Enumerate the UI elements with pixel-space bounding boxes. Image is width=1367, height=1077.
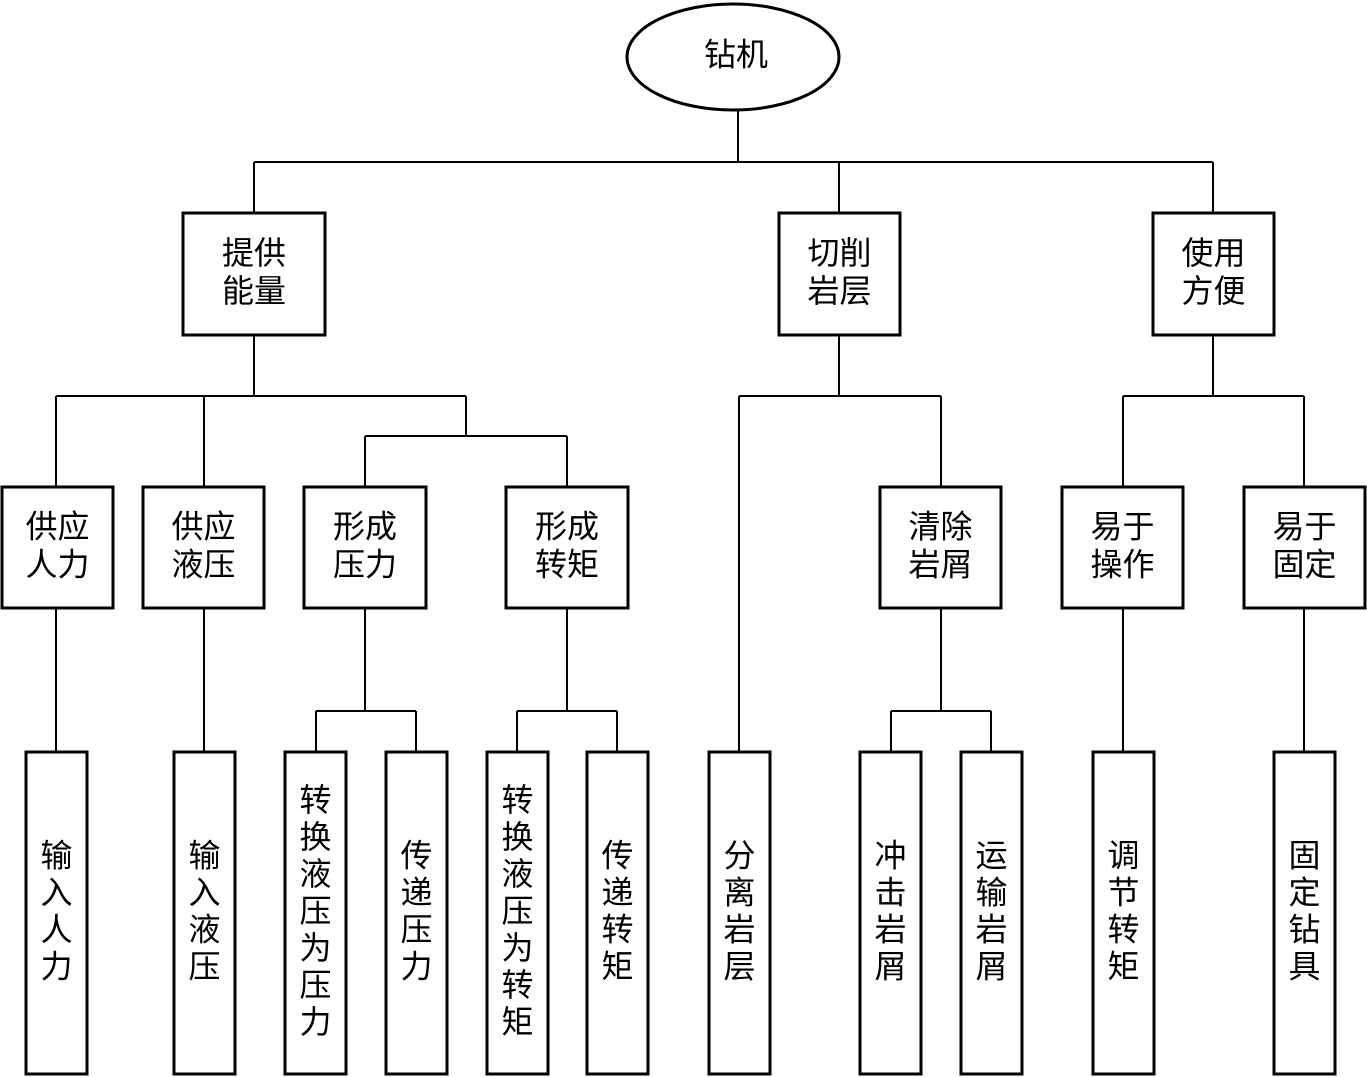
function-node-cutting-frame	[777, 211, 902, 337]
leaf-node-convert-torque-frame	[485, 750, 550, 1076]
subfunction-node-debris-label: 清除岩屑	[908, 507, 972, 583]
subfunction-node-manpower-frame	[0, 485, 115, 610]
subfunction-node-operate-label: 易于操作	[1090, 507, 1154, 583]
function-node-usability: 使用方便	[1151, 211, 1276, 337]
leaf-node-input-manpower-label: 输入人力	[40, 836, 72, 985]
leaf-node-transmit-torque-label: 传递转矩	[601, 836, 633, 985]
subfunction-node-torque-label: 形成转矩	[535, 507, 599, 583]
root-ellipse	[625, 2, 841, 112]
subfunction-node-hydraulic: 供应液压	[141, 485, 266, 610]
subfunction-node-separate-rock: 分离岩层	[707, 750, 772, 1076]
subfunction-node-debris-frame	[878, 485, 1003, 610]
function-node-usability-frame	[1151, 211, 1276, 337]
leaf-node-convert-pressure-label: 转换液压为压力	[299, 781, 331, 1041]
leaf-node-impact-debris-label: 冲击岩屑	[874, 836, 906, 985]
function-node-energy-label: 提供能量	[222, 234, 286, 310]
leaf-node-convert-torque-label: 转换液压为转矩	[501, 781, 533, 1041]
function-node-energy-frame	[181, 211, 327, 337]
root-node: 钻机	[625, 2, 841, 112]
leaf-node-transport-debris-label: 运输岩屑	[975, 836, 1007, 985]
leaf-node-impact-debris: 冲击岩屑	[858, 750, 923, 1076]
leaf-node-input-hydraulic-frame	[172, 750, 237, 1076]
leaf-node-input-hydraulic-label: 输入液压	[188, 836, 220, 985]
function-node-usability-label: 使用方便	[1181, 234, 1245, 310]
leaf-node-convert-pressure: 转换液压为压力	[283, 750, 348, 1076]
function-node-cutting: 切削岩层	[777, 211, 902, 337]
leaf-node-input-manpower: 输入人力	[24, 750, 89, 1076]
leaf-node-transmit-pressure-label: 传递压力	[400, 836, 432, 985]
leaf-node-transmit-torque: 传递转矩	[585, 750, 650, 1076]
root-label: 钻机	[704, 36, 768, 74]
leaf-node-adjust-torque-label: 调节转矩	[1107, 836, 1139, 985]
subfunction-node-pressure-frame	[302, 485, 428, 610]
subfunction-node-manpower-label: 供应人力	[25, 507, 89, 583]
subfunction-node-fix-label: 易于固定	[1272, 507, 1336, 583]
subfunction-node-fix: 易于固定	[1242, 485, 1367, 610]
leaf-node-fix-drill-tool: 固定钻具	[1272, 750, 1337, 1076]
subfunction-node-debris: 清除岩屑	[878, 485, 1003, 610]
subfunction-node-hydraulic-frame	[141, 485, 266, 610]
function-node-cutting-label: 切削岩层	[807, 234, 871, 310]
subfunction-node-torque-frame	[504, 485, 630, 610]
subfunction-node-operate: 易于操作	[1060, 485, 1185, 610]
subfunction-node-separate-rock-label: 分离岩层	[723, 836, 755, 985]
subfunction-node-operate-frame	[1060, 485, 1185, 610]
leaf-node-transmit-torque-frame	[585, 750, 650, 1076]
leaf-node-convert-torque: 转换液压为转矩	[485, 750, 550, 1076]
leaf-node-input-hydraulic: 输入液压	[172, 750, 237, 1076]
subfunction-node-pressure: 形成压力	[302, 485, 428, 610]
function-node-energy: 提供能量	[181, 211, 327, 337]
leaf-node-adjust-torque: 调节转矩	[1091, 750, 1156, 1076]
subfunction-node-hydraulic-label: 供应液压	[171, 507, 235, 583]
leaf-node-fix-drill-tool-frame	[1272, 750, 1337, 1076]
leaf-node-transmit-pressure: 传递压力	[384, 750, 449, 1076]
leaf-node-convert-pressure-frame	[283, 750, 348, 1076]
leaf-node-input-manpower-frame	[24, 750, 89, 1076]
leaf-node-fix-drill-tool-label: 固定钻具	[1288, 836, 1320, 985]
leaf-node-transport-debris-frame	[959, 750, 1024, 1076]
leaf-node-impact-debris-frame	[858, 750, 923, 1076]
leaf-node-transmit-pressure-frame	[384, 750, 449, 1076]
subfunction-node-fix-frame	[1242, 485, 1367, 610]
leaf-node-transport-debris: 运输岩屑	[959, 750, 1024, 1076]
subfunction-node-pressure-label: 形成压力	[333, 507, 397, 583]
leaf-node-adjust-torque-frame	[1091, 750, 1156, 1076]
subfunction-node-separate-rock-frame	[707, 750, 772, 1076]
subfunction-node-manpower: 供应人力	[0, 485, 115, 610]
subfunction-node-torque: 形成转矩	[504, 485, 630, 610]
connector-lines	[55, 110, 1305, 752]
